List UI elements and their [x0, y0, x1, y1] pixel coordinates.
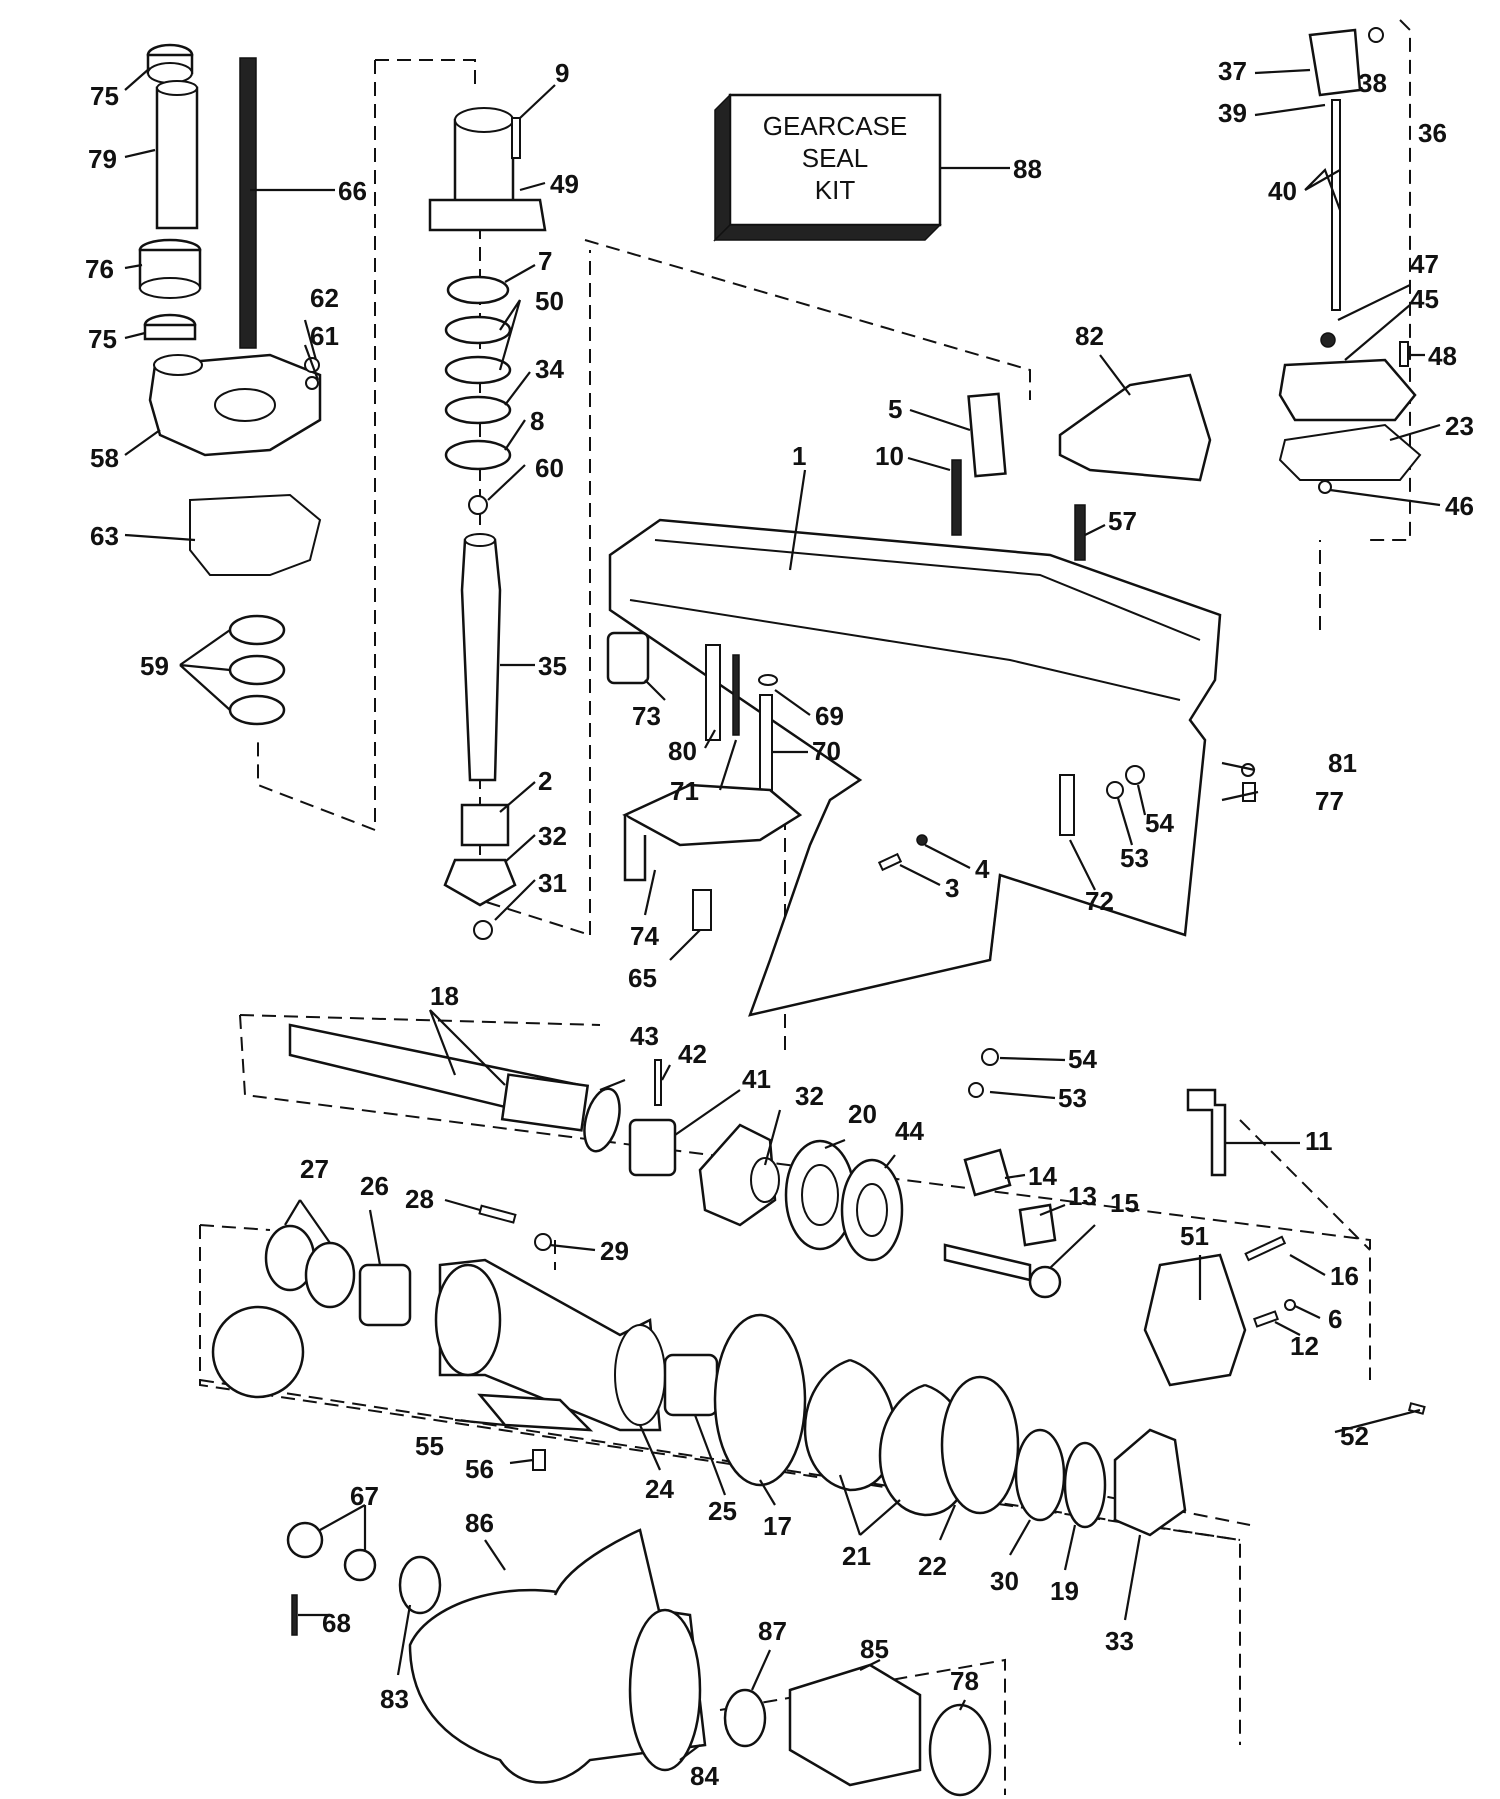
callout: 2	[538, 766, 552, 796]
leader-lines	[124, 67, 1441, 1761]
callout: 9	[555, 58, 569, 88]
callout: 62	[310, 283, 339, 313]
callout: 27	[300, 1154, 329, 1184]
kit-line-1: GEARCASE	[763, 111, 908, 141]
callout: 21	[842, 1541, 871, 1571]
callout: 67	[350, 1481, 379, 1511]
callout: 84	[690, 1761, 719, 1791]
callout: 26	[360, 1171, 389, 1201]
callout: 54	[1068, 1044, 1097, 1074]
callout: 46	[1445, 491, 1474, 521]
callout: 33	[1105, 1626, 1134, 1656]
callout-labels: 75 79 76 75 58 63 59 66 62 61 9 49 7 50 …	[85, 56, 1474, 1791]
callout: 48	[1428, 341, 1457, 371]
callout: 38	[1358, 68, 1387, 98]
callout: 23	[1445, 411, 1474, 441]
callout: 73	[632, 701, 661, 731]
callout: 52	[1340, 1421, 1369, 1451]
callout: 54	[1145, 808, 1174, 838]
callout: 70	[812, 736, 841, 766]
callout: 47	[1410, 249, 1439, 279]
callout: 55	[415, 1431, 444, 1461]
callout: 28	[405, 1184, 434, 1214]
callout: 74	[630, 921, 659, 951]
callout: 53	[1058, 1083, 1087, 1113]
callout: 57	[1108, 506, 1137, 536]
callout: 24	[645, 1474, 674, 1504]
callout: 75	[88, 324, 117, 354]
callout: 40	[1268, 176, 1297, 206]
callout: 20	[848, 1099, 877, 1129]
callout: 51	[1180, 1221, 1209, 1251]
callout: 44	[895, 1116, 924, 1146]
callout: 87	[758, 1616, 787, 1646]
callout: 63	[90, 521, 119, 551]
callout: 34	[535, 354, 564, 384]
callout: 68	[322, 1608, 351, 1638]
callout: 58	[90, 443, 119, 473]
callout: 31	[538, 868, 567, 898]
callout: 39	[1218, 98, 1247, 128]
callout: 19	[1050, 1576, 1079, 1606]
callout: 82	[1075, 321, 1104, 351]
callout: 16	[1330, 1261, 1359, 1291]
callout: 15	[1110, 1188, 1139, 1218]
callout: 5	[888, 394, 902, 424]
callout: 35	[538, 651, 567, 681]
callout: 1	[792, 441, 806, 471]
callout: 50	[535, 286, 564, 316]
callout: 77	[1315, 786, 1344, 816]
callout: 65	[628, 963, 657, 993]
callout: 69	[815, 701, 844, 731]
callout: 14	[1028, 1161, 1057, 1191]
callout: 86	[465, 1508, 494, 1538]
callout: 30	[990, 1566, 1019, 1596]
callout: 6	[1328, 1304, 1342, 1334]
callout: 25	[708, 1496, 737, 1526]
callout: 72	[1085, 886, 1114, 916]
callout: 49	[550, 169, 579, 199]
callout: 85	[860, 1634, 889, 1664]
callout: 11	[1305, 1126, 1333, 1156]
callout: 29	[600, 1236, 629, 1266]
callout: 41	[742, 1064, 771, 1094]
callout: 71	[670, 776, 699, 806]
callout: 56	[465, 1454, 494, 1484]
callout: 79	[88, 144, 117, 174]
callout: 7	[538, 246, 552, 276]
callout: 66	[338, 176, 367, 206]
callout: 32	[538, 821, 567, 851]
callout: 12	[1290, 1331, 1319, 1361]
callout: 3	[945, 873, 959, 903]
callout: 17	[763, 1511, 792, 1541]
callout: 80	[668, 736, 697, 766]
callout: 76	[85, 254, 114, 284]
callout: 10	[875, 441, 904, 471]
kit-line-3: KIT	[815, 175, 856, 205]
callout: 45	[1410, 284, 1439, 314]
callout: 42	[678, 1039, 707, 1069]
callout: 59	[140, 651, 169, 681]
callout: 43	[630, 1021, 659, 1051]
callout: 75	[90, 81, 119, 111]
callout: 37	[1218, 56, 1247, 86]
kit-line-2: SEAL	[802, 143, 869, 173]
callout: 22	[918, 1551, 947, 1581]
parts	[138, 27, 1426, 1797]
gearcase-seal-kit-box: GEARCASE SEAL KIT	[763, 111, 908, 205]
callout: 81	[1328, 748, 1357, 778]
callout: 8	[530, 406, 544, 436]
callout: 36	[1418, 118, 1447, 148]
callout: 53	[1120, 843, 1149, 873]
callout: 32	[795, 1081, 824, 1111]
callout: 13	[1068, 1181, 1097, 1211]
callout: 4	[975, 854, 990, 884]
callout: 61	[310, 321, 339, 351]
callout: 88	[1013, 154, 1042, 184]
callout: 60	[535, 453, 564, 483]
callout: 83	[380, 1684, 409, 1714]
callout: 78	[950, 1666, 979, 1696]
callout: 18	[430, 981, 459, 1011]
